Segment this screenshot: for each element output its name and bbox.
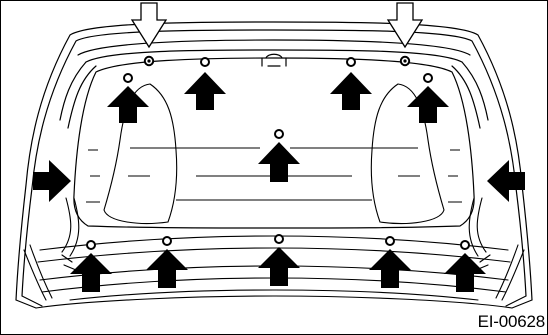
solid-arrow-icon [258,247,300,286]
solid-arrow-icon [184,72,226,110]
clip-circle-icon [274,129,284,139]
figure-id-label: EI-00628 [476,312,546,332]
clip-circle-icon [123,73,133,83]
clip-points [86,55,470,250]
solid-arrow-icon [33,160,71,202]
clip-center [403,59,407,63]
clip-circle-icon [460,240,470,250]
outline-arrows [130,2,424,49]
open-down-arrow-icon [386,2,424,49]
left-seatback [103,83,178,225]
solid-arrow-icon [444,253,486,292]
clip-circle-icon [162,236,172,246]
clip-circle-icon [274,234,284,244]
open-down-arrow-icon [130,2,168,49]
solid-arrow-icon [107,86,149,123]
solid-arrows [33,72,525,292]
clip-center [147,59,151,63]
trim-lines [86,147,462,203]
seatback-outlines [103,83,445,225]
solid-arrow-icon [70,253,112,292]
solid-arrow-icon [146,249,188,288]
clip-circle-icon [86,240,96,250]
right-seatback [370,83,445,225]
clip-circle-icon [385,236,395,246]
solid-arrow-icon [330,72,372,110]
clip-circle-icon [423,73,433,83]
solid-arrow-icon [369,249,411,288]
clip-circle-icon [346,57,356,67]
solid-arrow-icon [258,142,300,182]
solid-arrow-icon [407,86,449,123]
clip-circle-icon [200,57,210,67]
solid-arrow-icon [487,160,525,202]
